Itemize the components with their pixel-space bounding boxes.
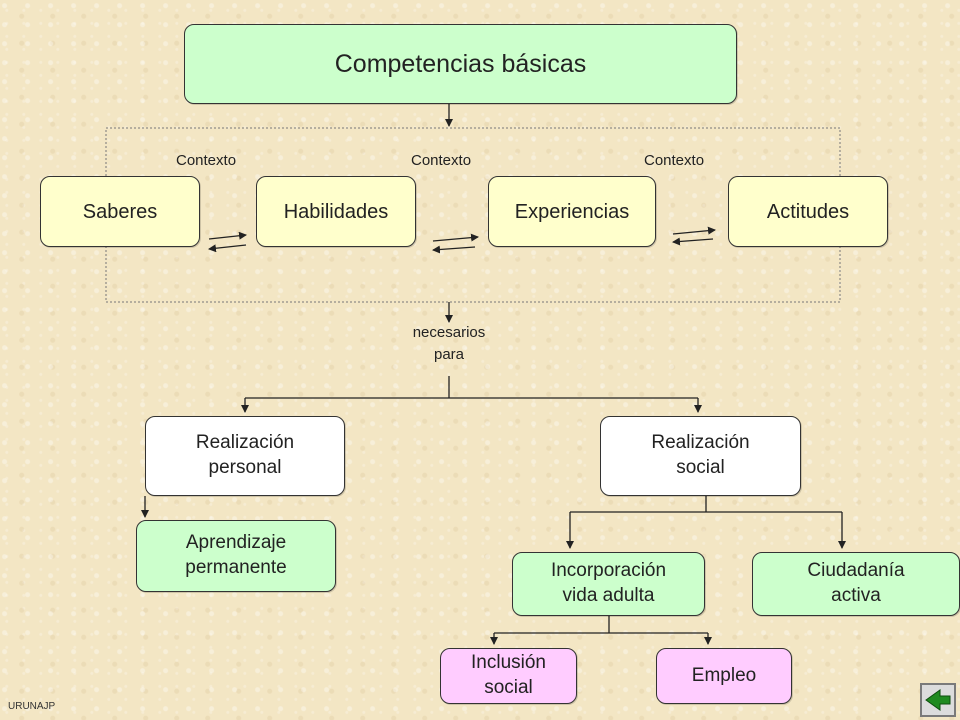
empleo-text: Empleo xyxy=(691,664,757,686)
ciudadania-box: Ciudadanía activa xyxy=(752,552,960,616)
author-credit: URUNAJP xyxy=(8,701,56,712)
aprendizaje-box: Aprendizaje permanente xyxy=(136,520,336,592)
actitudes-box: Actitudes xyxy=(728,176,888,247)
realizacion-social-box: Realización social xyxy=(600,416,801,496)
title-box: Competencias básicas xyxy=(184,24,737,104)
saberes-text: Saberes xyxy=(82,200,158,223)
aprendizaje-text: Aprendizaje permanente xyxy=(185,532,287,578)
double-arrow-2 xyxy=(432,233,479,254)
branch-incorporacion xyxy=(490,616,712,645)
experiencias-text: Experiencias xyxy=(514,200,630,223)
actitudes-text: Actitudes xyxy=(766,200,850,223)
ciudadania-text: Ciudadanía activa xyxy=(807,560,905,606)
branch-social xyxy=(566,496,846,549)
title-text: Competencias básicas xyxy=(334,49,587,78)
double-arrow-3 xyxy=(672,226,716,246)
habilidades-text: Habilidades xyxy=(283,200,389,223)
double-arrow-1 xyxy=(208,231,247,253)
context-label-3: Contexto xyxy=(644,152,705,169)
realizacion-personal-box: Realización personal xyxy=(145,416,345,496)
realizacion-personal-text: Realización personal xyxy=(195,432,295,478)
incorporacion-box: Incorporación vida adulta xyxy=(512,552,705,616)
branch-realizacion xyxy=(241,376,702,413)
incorporacion-text: Incorporación vida adulta xyxy=(550,560,667,606)
inclusion-box: Inclusión social xyxy=(440,648,577,704)
context-label-2: Contexto xyxy=(411,152,472,169)
experiencias-box: Experiencias xyxy=(488,176,656,247)
context-label-1: Contexto xyxy=(176,152,237,169)
back-nav-button[interactable] xyxy=(920,683,956,717)
empleo-box: Empleo xyxy=(656,648,792,704)
saberes-box: Saberes xyxy=(40,176,200,247)
realizacion-social-text: Realización social xyxy=(651,432,750,478)
habilidades-box: Habilidades xyxy=(256,176,416,247)
necesarios-para-label: necesarios para xyxy=(412,324,486,363)
inclusion-text: Inclusión social xyxy=(471,652,546,698)
back-arrow-icon xyxy=(925,689,951,711)
